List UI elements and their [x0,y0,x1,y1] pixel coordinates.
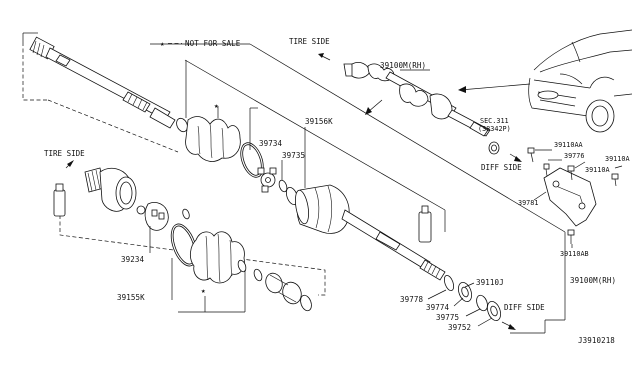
bolt-39110A-2 [611,173,619,187]
diagram-id: J3910218 [578,336,615,345]
label-39110AA: 39110AA [554,141,583,149]
label-39776: 39776 [564,152,584,160]
snap-ring [278,179,288,193]
outer-joint-group [53,167,312,312]
label-39110AB: 39110AB [560,250,589,258]
label-star-top: ★ [214,101,219,110]
center-bearing-bracket [527,147,619,244]
label-39100M-RH-right: 39100M(RH) [570,276,616,285]
grease-tube-right [418,205,432,243]
label-diff-side-mid: DIFF SIDE [481,163,522,172]
ring-39775 [476,294,488,312]
bolt-39110AA [527,147,535,163]
shaft-assembly-small [343,62,500,155]
label-sec311: SEC.311 [480,117,509,125]
damper [265,272,312,312]
inner-boot-top [176,116,241,162]
washer-39778 [443,274,455,292]
direction-arrows [65,53,531,330]
label-39110A-2: 39110A [605,155,630,163]
label-39752: 39752 [448,323,471,332]
label-tire-side-top: TIRE SIDE [289,37,330,46]
label-39778: 39778 [400,295,423,304]
legend-star: ★ [160,39,165,48]
label-38342P: (38342P) [478,125,511,133]
label-39775: 39775 [436,313,459,322]
tripod-joint [257,167,277,193]
label-39110J: 39110J [476,278,504,287]
shaft-collar [122,91,151,113]
grease-tube-left [53,183,66,217]
legend-text: NOT FOR SALE [185,39,241,48]
legend: ★ NOT FOR SALE [160,39,241,48]
inner-shaft-assembly [29,36,176,129]
label-39774: 39774 [426,303,449,312]
bolt-39776 [543,163,550,177]
outer-cv-joint [84,167,137,212]
assembly-frame [22,32,566,334]
label-39781: 39781 [518,199,538,207]
circlip-outer [136,205,146,215]
label-39234: 39234 [121,255,144,264]
label-diff-side-bottom: DIFF SIDE [504,303,545,312]
label-39100M-RH-top: 39100M(RH) [380,61,426,70]
label-39156K: 39156K [305,117,333,126]
label-tire-side-left: TIRE SIDE [44,149,85,158]
boot-band-small [176,117,188,133]
vehicle-illustration [528,29,633,133]
ball-cage [144,202,169,231]
label-39734: 39734 [259,139,282,148]
bolt-39110AB [567,229,575,244]
part-labels: TIRE SIDE TIRE SIDE DIFF SIDE DIFF SIDE … [44,37,630,345]
label-star-bottom: ★ [201,286,206,295]
bolt-39110A-1 [567,165,575,181]
boot-bellows [185,116,241,162]
inner-joint-housing [294,184,446,281]
spline-end-right [419,259,446,281]
label-39110A-1: 39110A [585,166,610,174]
label-39155K: 39155K [117,293,145,302]
outer-boot-bellows [190,231,245,284]
grille [537,90,559,100]
label-39735: 39735 [282,151,305,160]
diff-side-seals [443,274,501,322]
leader-lines [149,60,623,327]
